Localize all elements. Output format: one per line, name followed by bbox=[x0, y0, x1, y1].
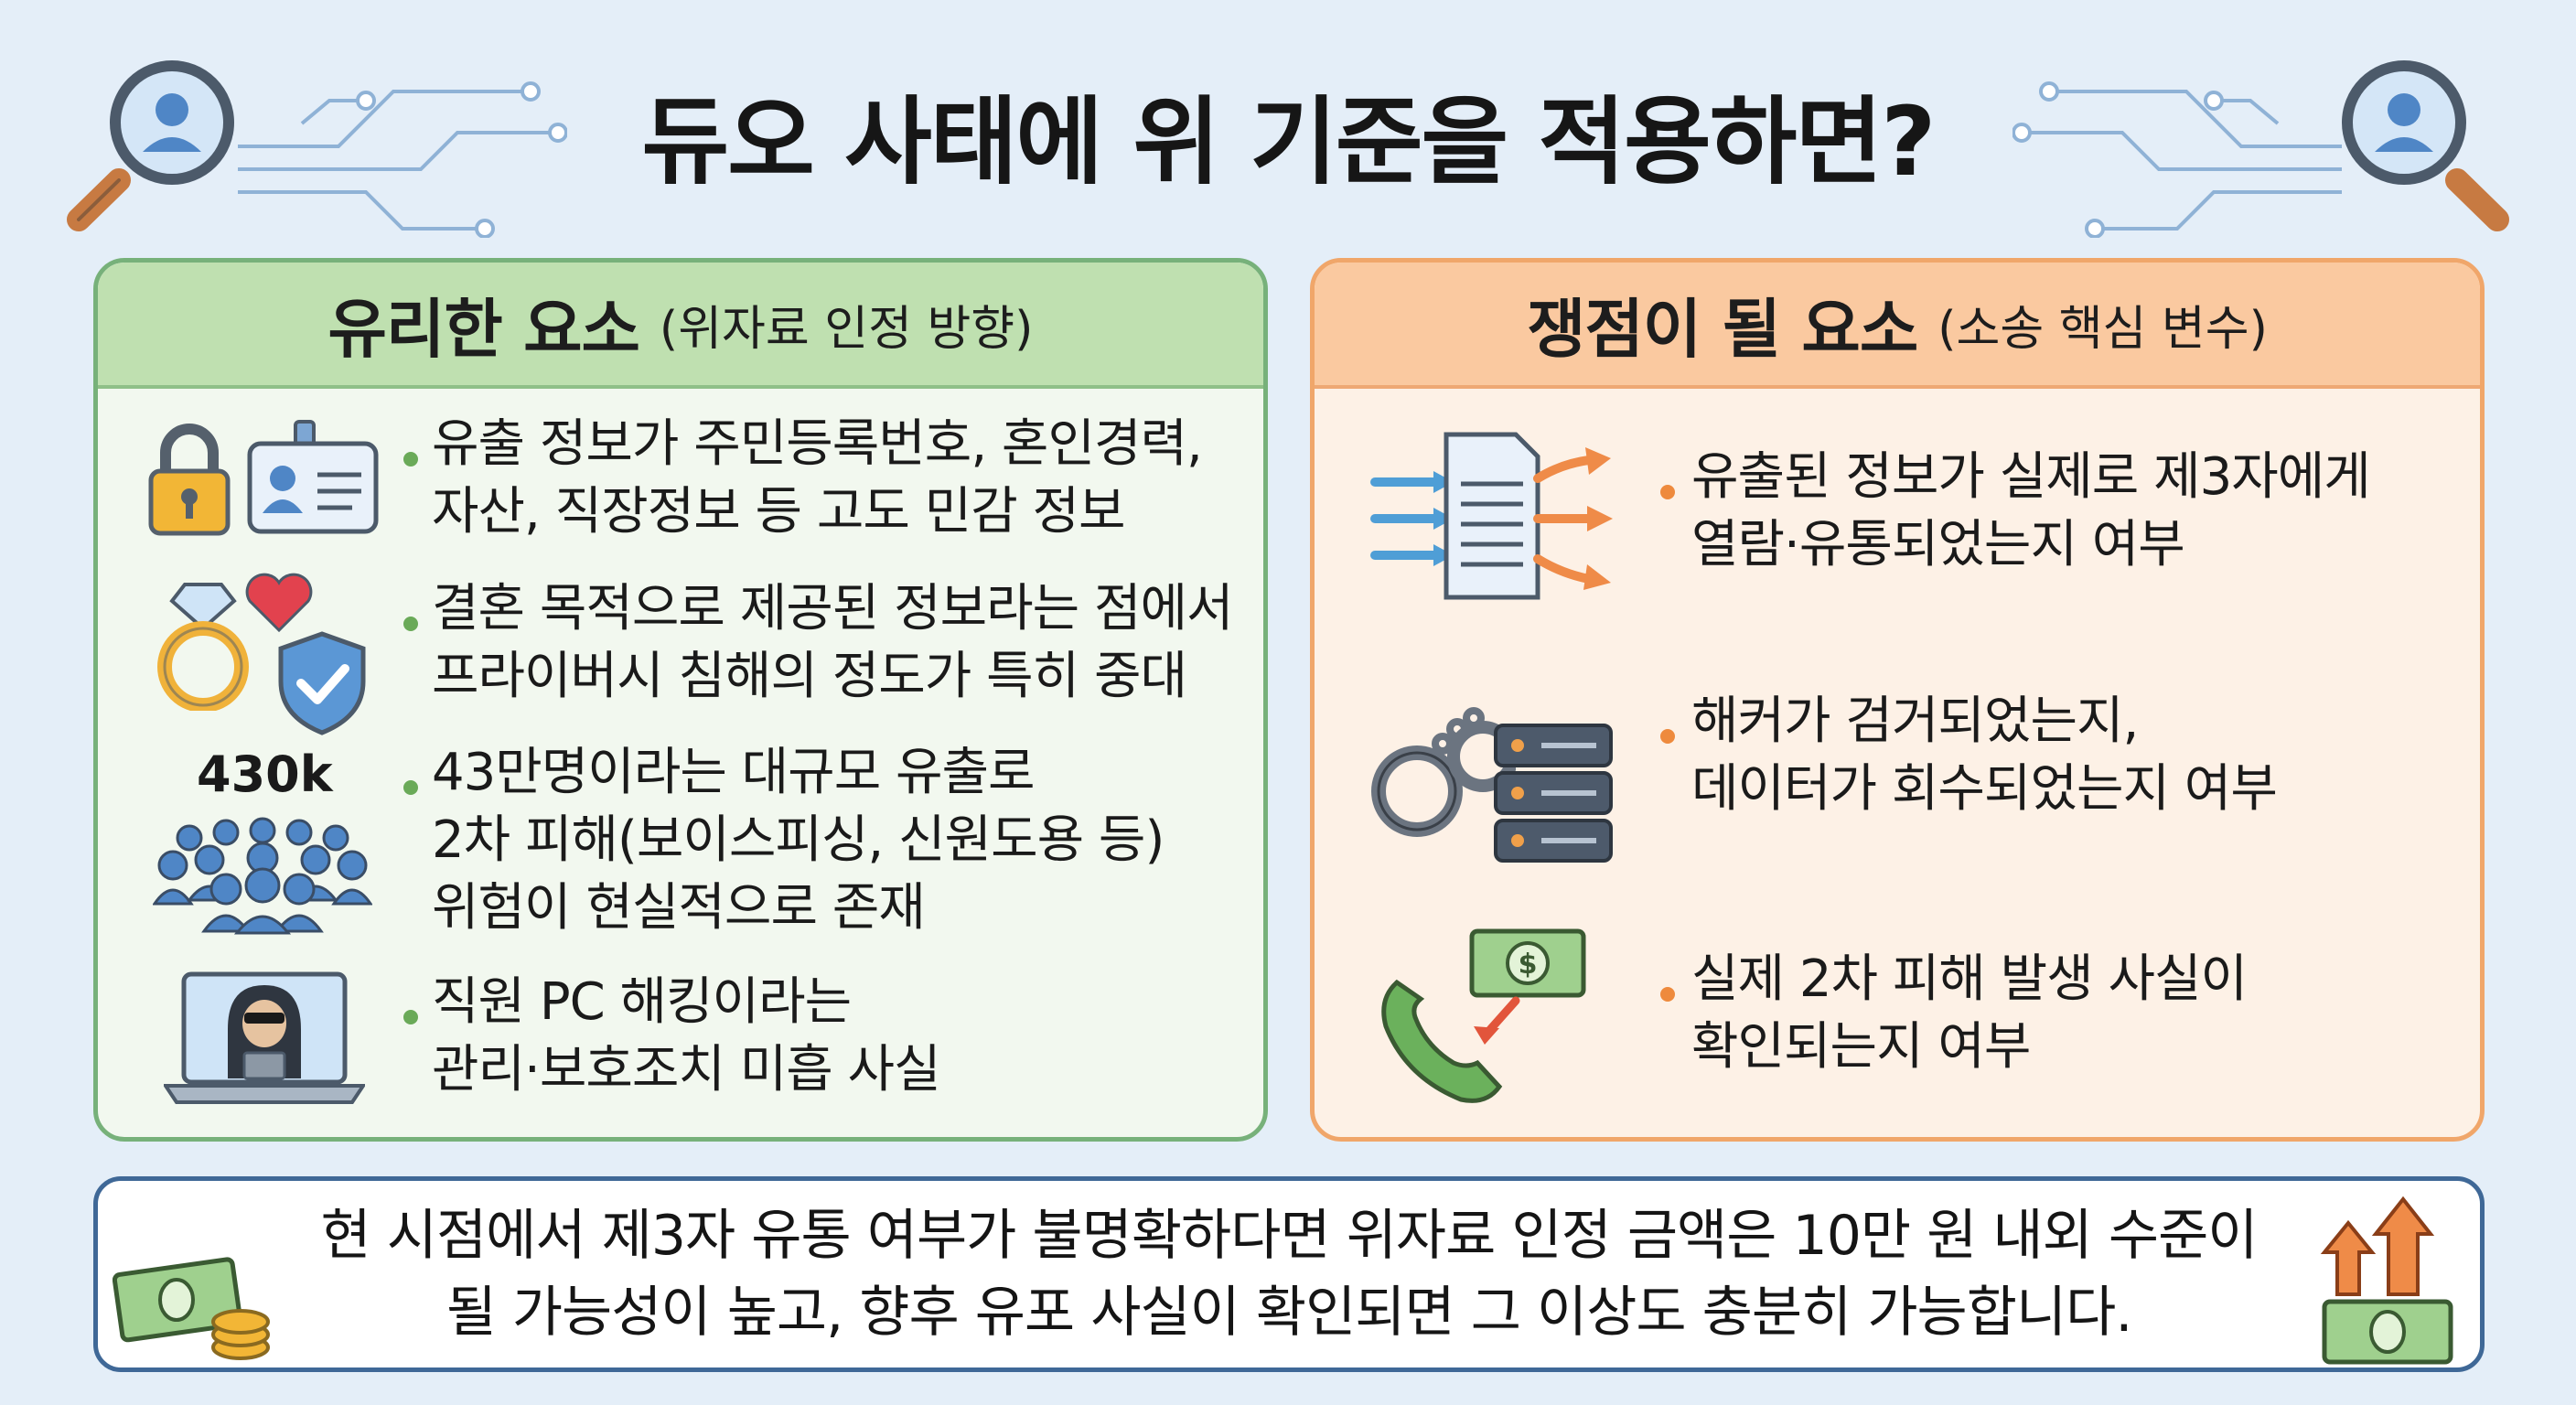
id-card-icon bbox=[247, 420, 379, 534]
bullet bbox=[1660, 729, 1675, 744]
contested-item-3: 실제 2차 피해 발생 사실이 확인되는지 여부 bbox=[1691, 949, 2248, 1077]
conclusion-banner: 현 시점에서 제3자 유통 여부가 불명확하다면 위자료 인정 금액은 10만 … bbox=[93, 1176, 2485, 1372]
favorable-factors-panel: 유리한 요소 (위자료 인정 방향) 유출 정보가 주민등록번호, 혼인경력, … bbox=[93, 258, 1268, 1142]
panel-subtitle: (소송 핵심 변수) bbox=[1937, 301, 2268, 357]
panel-title: 유리한 요소 bbox=[327, 291, 640, 367]
panel-header: 유리한 요소 (위자료 인정 방향) bbox=[98, 263, 1263, 389]
bullet bbox=[403, 1010, 418, 1024]
panel-subtitle: (위자료 인정 방향) bbox=[659, 301, 1034, 357]
shield-check-icon bbox=[278, 631, 366, 735]
bullet bbox=[403, 452, 418, 467]
panel-header: 쟁점이 될 요소 (소송 핵심 변수) bbox=[1315, 263, 2480, 389]
favorable-item-4: 직원 PC 해킹이라는 관리·보호조치 미흡 사실 bbox=[432, 972, 941, 1099]
magnifier-user-icon bbox=[2342, 60, 2509, 231]
crowd-icon bbox=[153, 817, 372, 935]
money-growth-icon bbox=[2320, 1196, 2453, 1365]
ring-icon bbox=[157, 583, 249, 711]
contested-item-2: 해커가 검거되었는지, 데이터가 회수되었는지 여부 bbox=[1691, 692, 2278, 819]
favorable-item-3: 43만명이라는 대규모 유출로 2차 피해(보이스피싱, 신원도용 등) 위험이… bbox=[432, 743, 1165, 938]
svg-text:$: $ bbox=[1519, 949, 1538, 981]
magnifier-user-icon bbox=[67, 60, 234, 231]
conclusion-text: 현 시점에서 제3자 유통 여부가 불명확하다면 위자료 인정 금액은 10만 … bbox=[320, 1204, 2259, 1345]
contested-item-1: 유출된 정보가 실제로 제3자에게 열람·유통되었는지 여부 bbox=[1691, 447, 2371, 574]
bullet bbox=[1660, 987, 1675, 1002]
panel-title: 쟁점이 될 요소 bbox=[1527, 291, 1918, 367]
favorable-item-1: 유출 정보가 주민등록번호, 혼인경력, 자산, 직장정보 등 고도 민감 정보 bbox=[432, 414, 1203, 542]
hacker-laptop-icon bbox=[164, 971, 365, 1104]
lock-icon bbox=[148, 424, 231, 536]
phone-money-icon: $ bbox=[1381, 928, 1586, 1103]
document-distribution-icon bbox=[1370, 432, 1613, 600]
bullet bbox=[403, 780, 418, 795]
bullet bbox=[1660, 485, 1675, 499]
bullet bbox=[403, 617, 418, 631]
contested-factors-panel: 쟁점이 될 요소 (소송 핵심 변수) 유출된 정보가 실제로 제3자에게 열람… bbox=[1310, 258, 2485, 1142]
heart-icon bbox=[245, 573, 313, 633]
cash-coins-icon bbox=[113, 1257, 270, 1360]
favorable-item-2: 결혼 목적으로 제공된 정보라는 점에서 프라이버시 침해의 정도가 특히 중대 bbox=[432, 579, 1234, 706]
count-label: 430k bbox=[197, 745, 333, 803]
server-icon bbox=[1494, 724, 1613, 863]
circuit-lines-left bbox=[238, 81, 567, 238]
circuit-lines-right bbox=[2012, 81, 2342, 238]
page-title: 듀오 사태에 위 기준을 적용하면? bbox=[641, 86, 1937, 198]
